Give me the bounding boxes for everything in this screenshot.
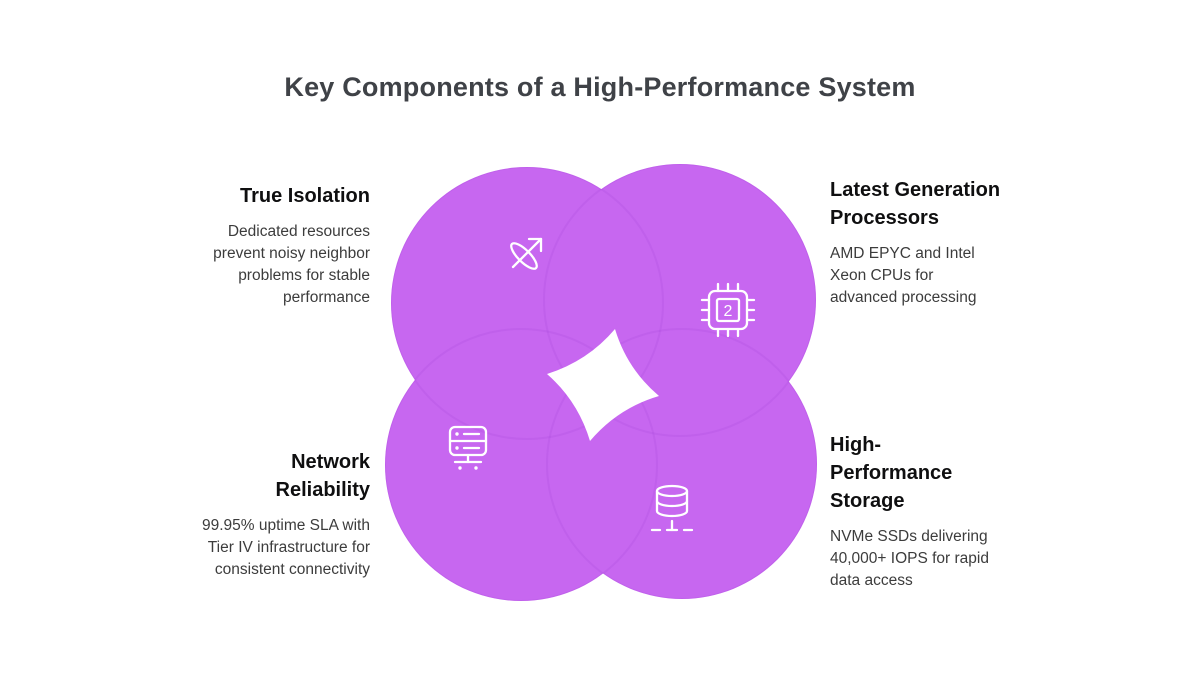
item-heading-true-isolation: True Isolation bbox=[239, 185, 370, 207]
satellite-icon bbox=[495, 221, 559, 285]
item-heading-latest-generation-processors: Latest Generation Processors bbox=[830, 179, 1001, 229]
item-body-high-performance-storage: NVMe SSDs delivering 40,000+ IOPS for ra… bbox=[830, 528, 989, 589]
circle-seams bbox=[385, 164, 817, 601]
item-heading-network-reliability: Network Reliability bbox=[275, 451, 370, 501]
item-body-true-isolation: Dedicated resources prevent noisy neighb… bbox=[213, 223, 370, 306]
item-true-isolation: True Isolation Dedicated resources preve… bbox=[130, 182, 370, 309]
item-heading-high-performance-storage: High- Performance Storage bbox=[830, 434, 953, 512]
item-network-reliability: Network Reliability 99.95% uptime SLA wi… bbox=[130, 448, 370, 581]
item-body-network-reliability: 99.95% uptime SLA with Tier IV infrastru… bbox=[201, 517, 370, 578]
page-title: Key Components of a High-Performance Sys… bbox=[284, 72, 916, 102]
cpu-icon: 2 bbox=[696, 278, 760, 342]
center-pinwheel-hole bbox=[547, 329, 659, 441]
cpu-chip-label: 2 bbox=[724, 303, 733, 320]
item-latest-generation-processors: Latest Generation Processors AMD EPYC an… bbox=[830, 176, 1050, 309]
item-high-performance-storage: High- Performance Storage NVMe SSDs deli… bbox=[830, 431, 1040, 592]
database-icon bbox=[640, 478, 704, 542]
item-body-latest-generation-processors: AMD EPYC and Intel Xeon CPUs for advance… bbox=[830, 245, 977, 306]
server-icon bbox=[436, 418, 500, 482]
